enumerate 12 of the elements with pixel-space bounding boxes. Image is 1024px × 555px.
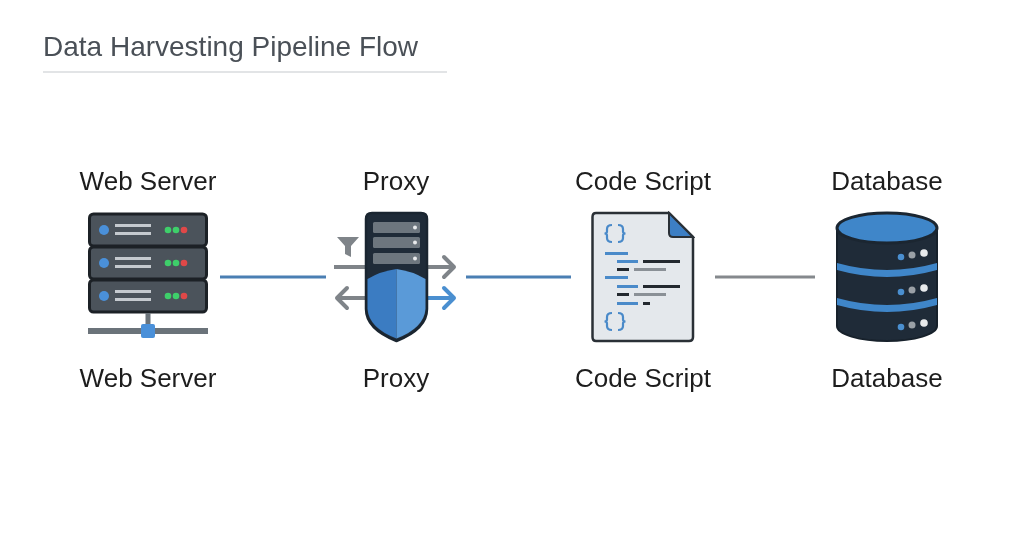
node-caption: Proxy	[362, 362, 430, 394]
node-label: Database	[831, 165, 943, 197]
node-label: Web Server	[79, 165, 217, 197]
node-caption: Database	[831, 362, 943, 394]
diagram-title: Data Harvesting Pipeline Flow	[43, 31, 419, 63]
connector-line	[715, 275, 815, 279]
node-label: Code Script	[575, 165, 711, 197]
node-caption: Web Server	[79, 362, 217, 394]
connector-line	[220, 275, 326, 279]
connector-line	[466, 275, 571, 279]
node-caption: Code Script	[575, 362, 711, 394]
node-label: Proxy	[362, 165, 430, 197]
